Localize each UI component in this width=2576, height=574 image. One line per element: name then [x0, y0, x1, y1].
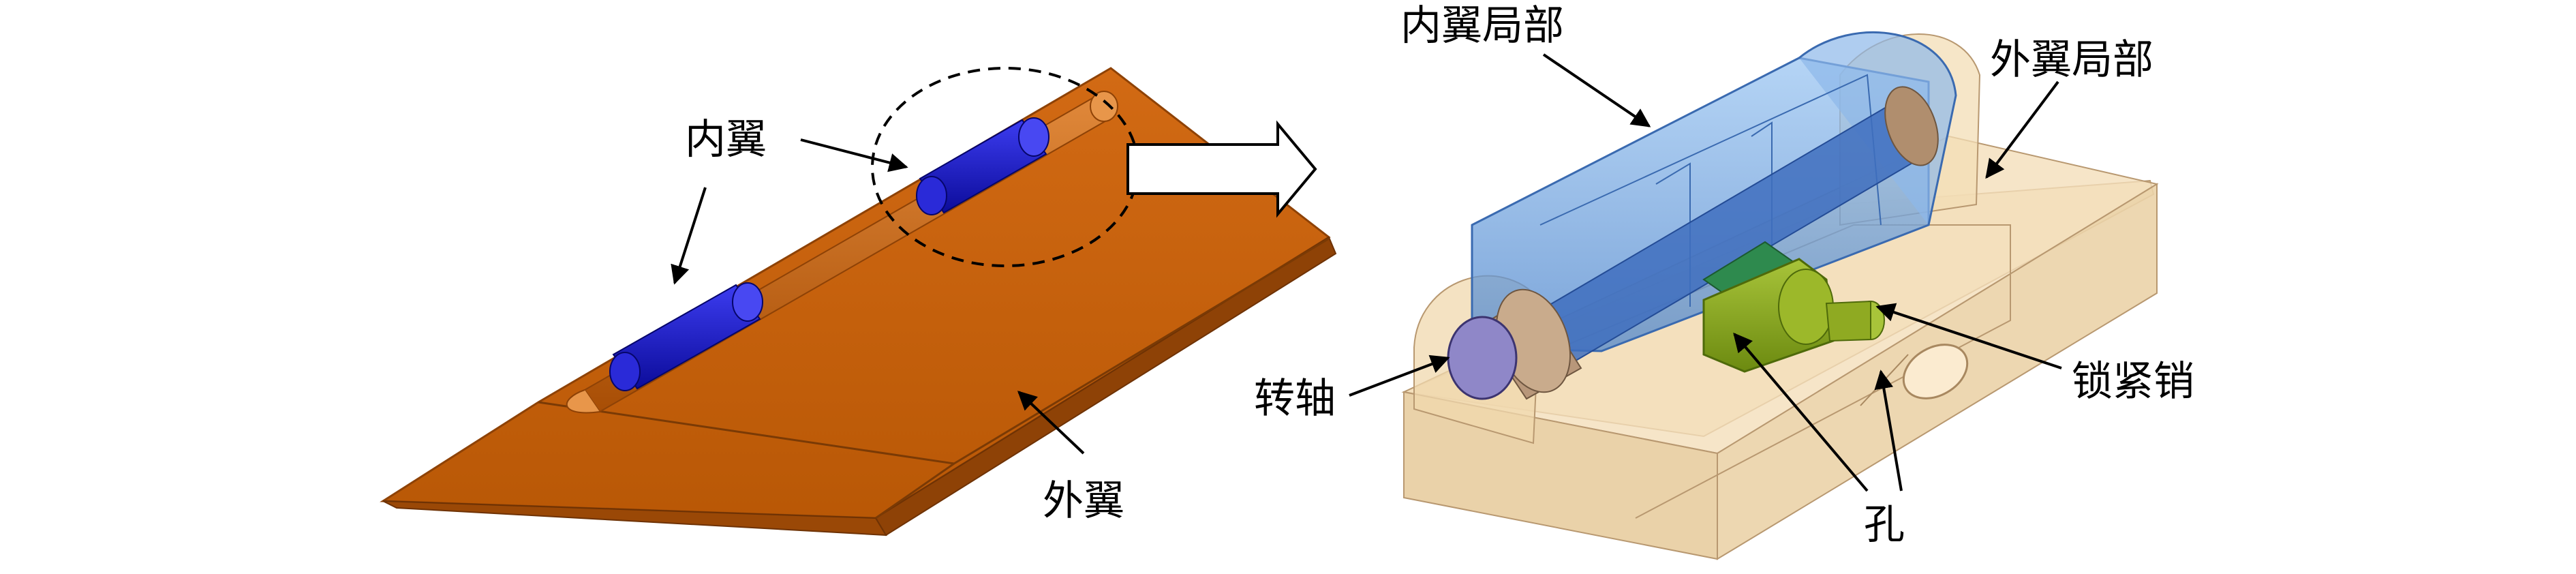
hole-shape	[1902, 344, 1969, 399]
label-lock-pin: 锁紧销	[2072, 358, 2194, 406]
shaft-shape	[1447, 86, 1939, 400]
hollow-transition-arrow	[1126, 120, 1317, 218]
arrow-inner-wing-lower	[671, 187, 707, 285]
arrow-shaft	[1349, 354, 1450, 397]
arrow-hole-1	[1733, 332, 1869, 492]
label-inner-wing-local: 内翼局部	[1400, 2, 1564, 50]
arrow-inner-wing-local	[1542, 53, 1651, 127]
label-shaft: 转轴	[1254, 375, 1336, 423]
label-inner-wing: 内翼	[685, 116, 767, 164]
label-hole: 孔	[1864, 501, 1905, 549]
arrow-outer-wing	[1017, 391, 1085, 455]
outer-wing-shape	[380, 67, 1337, 537]
inner-wing-local-block	[1471, 31, 1957, 373]
label-outer-wing: 外翼	[1043, 477, 1124, 525]
arrow-hole-2	[1874, 369, 1903, 492]
inner-wing-segment-right	[916, 117, 1049, 215]
inner-wing-segment-left	[609, 282, 763, 391]
arrow-outer-wing-local	[1985, 80, 2059, 179]
arrow-lock-pin	[1875, 303, 2062, 369]
label-outer-wing-local: 外翼局部	[1990, 36, 2153, 84]
lock-pin-shape	[1702, 241, 1885, 373]
arrow-inner-wing-upper	[800, 138, 908, 172]
